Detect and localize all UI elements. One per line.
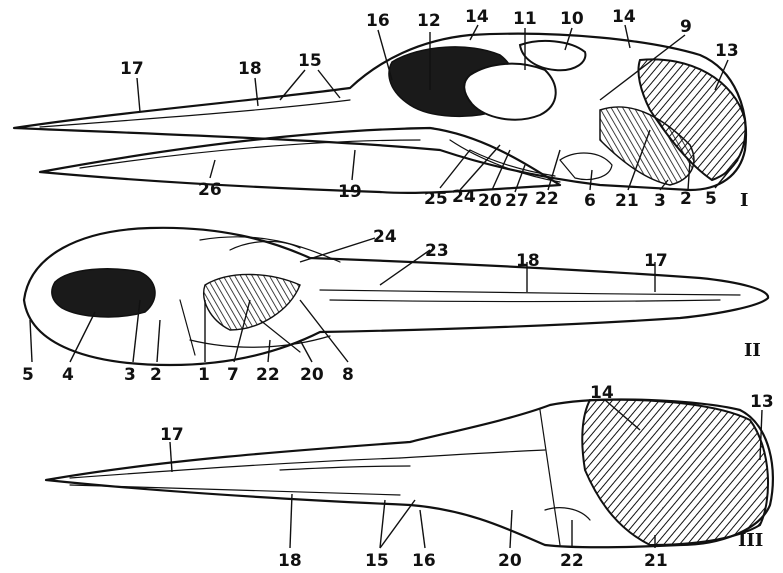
label: 18 — [278, 551, 302, 571]
label: 3 — [654, 191, 666, 211]
label: 17 — [120, 59, 144, 79]
label: 12 — [417, 11, 441, 31]
label: 22 — [560, 551, 584, 571]
view-number: I — [740, 190, 748, 211]
label: 10 — [560, 9, 584, 29]
label: 26 — [198, 180, 222, 200]
label: 15 — [298, 51, 322, 71]
label: 18 — [516, 251, 540, 271]
label: 14 — [612, 7, 636, 27]
label: 16 — [412, 551, 436, 571]
label: 21 — [615, 191, 639, 211]
label: 20 — [300, 365, 324, 385]
label: 17 — [160, 425, 184, 445]
label: 20 — [498, 551, 522, 571]
label: 14 — [590, 383, 614, 403]
view-number: III — [738, 530, 763, 551]
label: 11 — [513, 9, 537, 29]
label: 2 — [150, 365, 162, 385]
label: 22 — [535, 189, 559, 209]
label: 18 — [238, 59, 262, 79]
label: 20 — [478, 191, 502, 211]
lower-beak — [40, 128, 560, 193]
label: 5 — [22, 365, 34, 385]
label: 9 — [680, 17, 692, 37]
label: 27 — [505, 191, 529, 211]
label: 24 — [373, 227, 397, 247]
label: 7 — [227, 365, 239, 385]
label: 6 — [584, 191, 596, 211]
label: 14 — [465, 7, 489, 27]
label: 4 — [62, 365, 74, 385]
label: 5 — [705, 189, 717, 209]
label: 15 — [365, 551, 389, 571]
label: 8 — [342, 365, 354, 385]
label: 25 — [424, 189, 448, 209]
label: 16 — [366, 11, 390, 31]
view-number: II — [744, 340, 761, 361]
label: 17 — [644, 251, 668, 271]
label: 23 — [425, 241, 449, 261]
label: 22 — [256, 365, 280, 385]
label: 1 — [198, 365, 210, 385]
label: 13 — [715, 41, 739, 61]
label: 13 — [750, 392, 774, 412]
label: 24 — [452, 187, 476, 207]
view-dorsal — [46, 400, 773, 548]
label: 19 — [338, 182, 362, 202]
label: 2 — [680, 189, 692, 209]
label: 3 — [124, 365, 136, 385]
label: 21 — [644, 551, 668, 571]
